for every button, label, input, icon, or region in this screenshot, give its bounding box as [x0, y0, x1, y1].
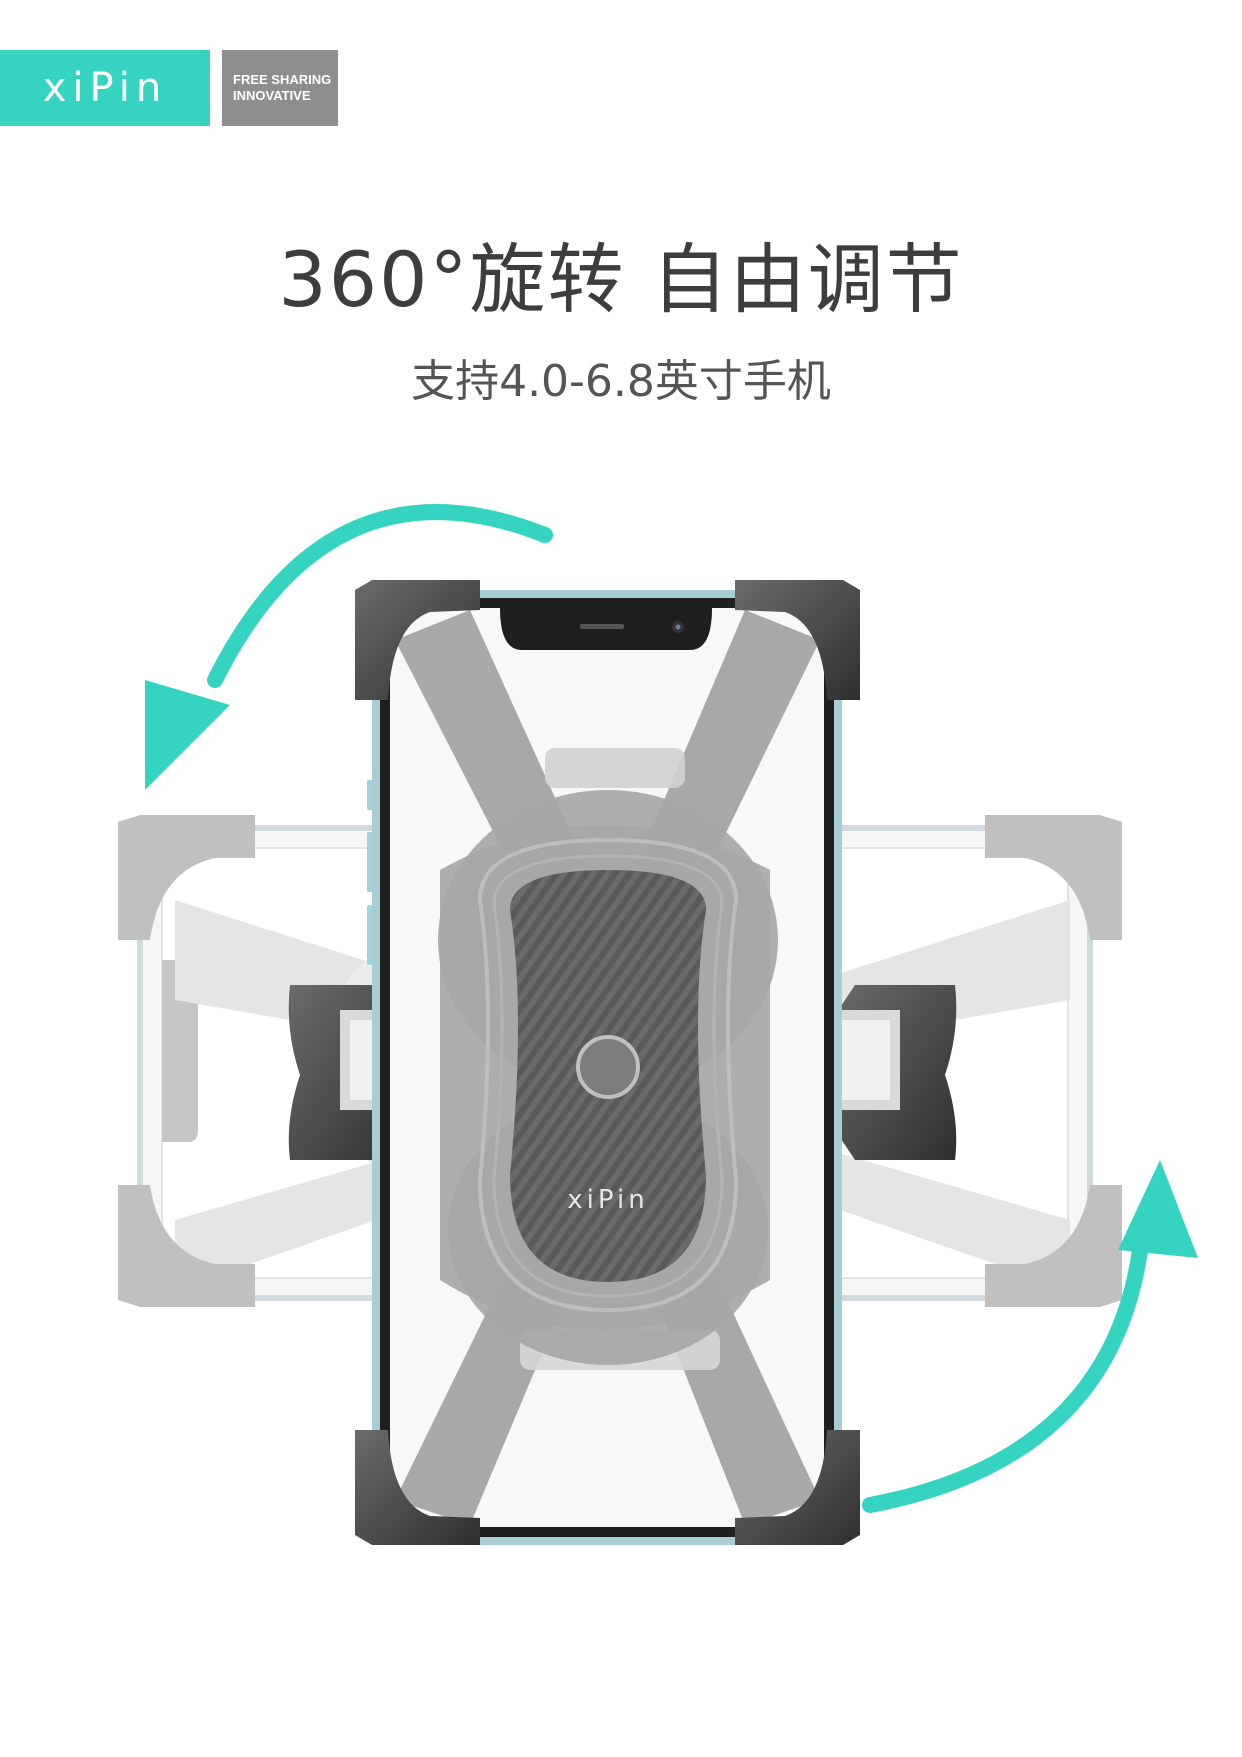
- page-subheadline: 支持4.0-6.8英寸手机: [411, 356, 831, 407]
- tagline-line-2: INNOVATIVE: [233, 88, 311, 103]
- rotate-counterclockwise-arrow-icon: [145, 504, 553, 790]
- holder-logo-text: xiPin: [567, 1185, 648, 1215]
- holder-center-pad: xiPin: [438, 748, 778, 1370]
- brand-tagline: FREE SHARING INNOVATIVE: [222, 50, 338, 126]
- page-headline: 360°旋转 自由调节: [278, 235, 964, 324]
- corner-clamps: [355, 580, 860, 1545]
- brand-logo-text: xiPin: [42, 65, 168, 111]
- brand-logo: xiPin: [0, 50, 210, 126]
- rotate-clockwise-arrow-icon: [862, 1160, 1198, 1513]
- tagline-line-1: FREE SHARING: [233, 72, 332, 87]
